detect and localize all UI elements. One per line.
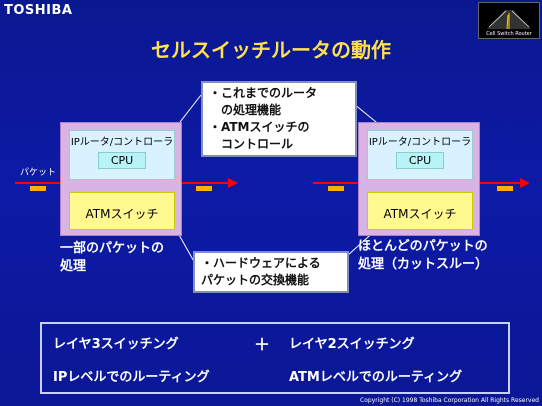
badge-caption: Cell Switch Router xyxy=(486,31,532,37)
caption-line: 処理（カットスルー） xyxy=(358,257,489,272)
callout-line: ・これまでのルータ xyxy=(209,86,318,100)
packet xyxy=(30,186,46,191)
caption-line: 処理 xyxy=(60,259,87,274)
layer2-switching: レイヤ2スイッチング xyxy=(289,337,415,352)
caption-line: ほとんどのパケットの xyxy=(358,239,488,254)
router-left: IPルータ/コントローラ CPU ATMスイッチ xyxy=(60,122,182,236)
callout-line: ・ATMスイッチの xyxy=(209,120,310,134)
copyright-notice: Copyright (C) 1998 Toshiba Corporation A… xyxy=(360,397,539,404)
cpu-box: CPU xyxy=(98,152,146,169)
cpu-box: CPU xyxy=(396,152,444,169)
router-right: IPルータ/コントローラ CPU ATMスイッチ xyxy=(358,122,480,236)
ip-router-controller: IPルータ/コントローラ CPU xyxy=(69,130,175,180)
atm-switch-label: ATMスイッチ xyxy=(85,207,159,221)
packet xyxy=(497,186,513,191)
plus-sign: ＋ xyxy=(254,335,271,354)
callout-line: コントロール xyxy=(209,137,294,151)
caption-cut-through: ほとんどのパケットの 処理（カットスルー） xyxy=(358,238,488,274)
atm-level-routing: ATMレベルでのルーティング xyxy=(289,370,463,385)
atm-switch-label: ATMスイッチ xyxy=(383,207,457,221)
atm-switch: ATMスイッチ xyxy=(69,192,175,230)
packet xyxy=(328,186,344,191)
callout-hardware-switching: ・ハードウェアによる パケットの交換機能 xyxy=(193,251,349,293)
slide-title: セルスイッチルータの動作 xyxy=(151,38,391,62)
callout-line: パケットの交換機能 xyxy=(201,273,310,287)
callout-line: ・ハードウェアによる xyxy=(201,256,321,270)
layer3-switching: レイヤ3スイッチング xyxy=(53,337,179,352)
ip-level-routing: IPレベルでのルーティング xyxy=(53,370,210,385)
caption-partial-processing: 一部のパケットの 処理 xyxy=(60,240,164,276)
toshiba-logo: TOSHIBA xyxy=(4,3,73,18)
controller-label: IPルータ/コントローラ xyxy=(368,137,472,148)
caption-line: 一部のパケットの xyxy=(60,241,165,256)
ip-router-controller: IPルータ/コントローラ CPU xyxy=(367,130,473,180)
packet xyxy=(196,186,212,191)
summary-box: レイヤ3スイッチング ＋ レイヤ2スイッチング IPレベルでのルーティング AT… xyxy=(40,322,510,394)
callout-line: の処理機能 xyxy=(209,103,282,117)
atm-switch: ATMスイッチ xyxy=(367,192,473,230)
packet-label: パケット xyxy=(20,168,57,178)
cell-switch-router-badge: Cell Switch Router xyxy=(478,2,540,39)
road-icon xyxy=(487,10,531,29)
callout-routing-functions: ・これまでのルータ の処理機能 ・ATMスイッチの コントロール xyxy=(201,81,357,157)
controller-label: IPルータ/コントローラ xyxy=(70,137,174,148)
